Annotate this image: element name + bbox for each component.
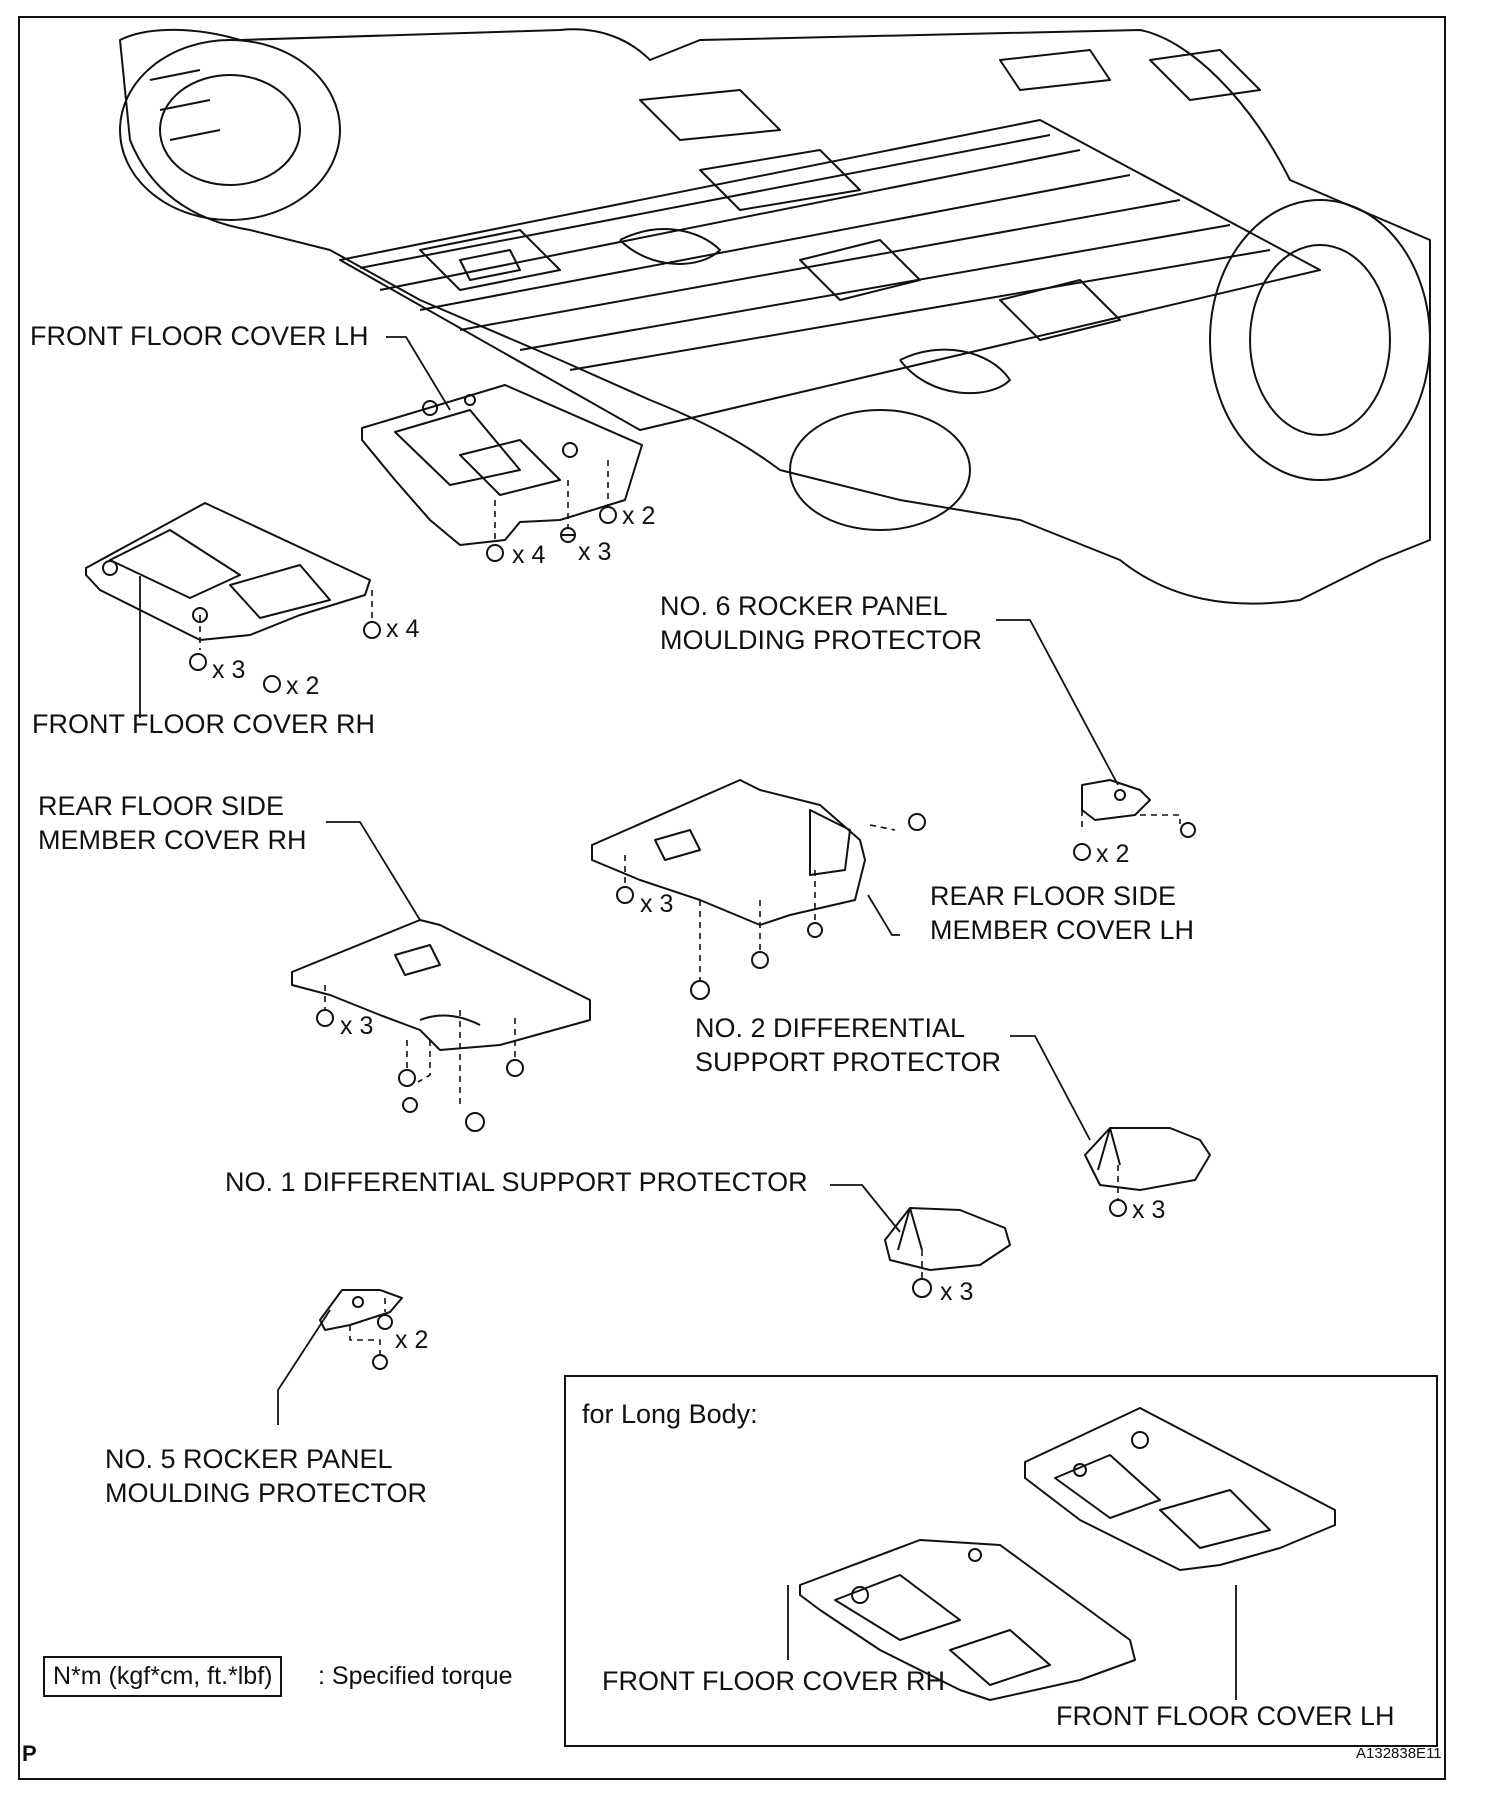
qty-rh-nut: x 4 <box>386 615 420 643</box>
long-body-rh-cover-part <box>799 1539 1136 1701</box>
label-rear-lh-line2: MEMBER COVER LH <box>930 915 1195 945</box>
no2-differential-protector-part <box>1084 1127 1211 1191</box>
inset-title: for Long Body: <box>582 1399 758 1429</box>
qty-lh-nut: x 4 <box>512 541 546 569</box>
torque-legend-box: N*m (kgf*cm, ft.*lbf) <box>43 1656 283 1697</box>
rear-floor-side-member-cover-rh-part <box>291 919 591 1051</box>
leader-lines <box>139 336 1237 1700</box>
fasteners <box>189 506 1196 1370</box>
label-no6-line2: MOULDING PROTECTOR <box>660 625 983 655</box>
front-floor-cover-lh-part <box>361 384 643 546</box>
inset-label-rh: FRONT FLOOR COVER RH <box>602 1666 946 1696</box>
corner-letter: P <box>22 1741 37 1766</box>
qty-no2-bolt: x 3 <box>1132 1196 1166 1224</box>
long-body-inset <box>564 1375 1438 1747</box>
label-rear-lh-line1: REAR FLOOR SIDE <box>930 881 1177 911</box>
long-body-lh-cover-part <box>1024 1407 1336 1571</box>
label-front-floor-cover-lh: FRONT FLOOR COVER LH <box>30 321 369 351</box>
label-no5-line2: MOULDING PROTECTOR <box>105 1478 428 1508</box>
no6-rocker-protector-part <box>1081 779 1151 821</box>
vehicle-underbody <box>119 28 1431 605</box>
qty-rear-lh-bolt: x 3 <box>640 890 674 918</box>
label-no2-line2: SUPPORT PROTECTOR <box>695 1047 1002 1077</box>
label-no6-line1: NO. 6 ROCKER PANEL <box>660 591 948 621</box>
inset-label-lh: FRONT FLOOR COVER LH <box>1056 1701 1395 1731</box>
label-no2-line1: NO. 2 DIFFERENTIAL <box>695 1013 966 1043</box>
qty-rh-clip: x 3 <box>212 656 246 684</box>
qty-no5-bolt: x 2 <box>395 1326 429 1354</box>
front-floor-cover-rh-part <box>85 502 371 641</box>
label-rear-rh-line1: REAR FLOOR SIDE <box>38 791 285 821</box>
qty-no1-bolt: x 3 <box>940 1278 974 1306</box>
qty-lh-bolt: x 2 <box>622 502 656 530</box>
rear-floor-side-member-cover-lh-part <box>591 779 866 926</box>
qty-rh-bolt: x 2 <box>286 672 320 700</box>
label-no1: NO. 1 DIFFERENTIAL SUPPORT PROTECTOR <box>225 1167 808 1197</box>
label-front-floor-cover-rh: FRONT FLOOR COVER RH <box>32 709 376 739</box>
figure-id: A132838E11 <box>1356 1745 1442 1762</box>
fastener-paths <box>199 460 1181 1356</box>
no5-rocker-protector-part <box>319 1289 403 1331</box>
label-rear-rh-line2: MEMBER COVER RH <box>38 825 307 855</box>
torque-legend-desc: : Specified torque <box>318 1662 513 1690</box>
no1-differential-protector-part <box>884 1207 1011 1271</box>
qty-lh-clip: x 3 <box>578 538 612 566</box>
label-no5-line1: NO. 5 ROCKER PANEL <box>105 1444 393 1474</box>
qty-rear-rh-bolt: x 3 <box>340 1012 374 1040</box>
diagram-frame <box>18 16 1446 1780</box>
qty-no6-bolt: x 2 <box>1096 840 1130 868</box>
